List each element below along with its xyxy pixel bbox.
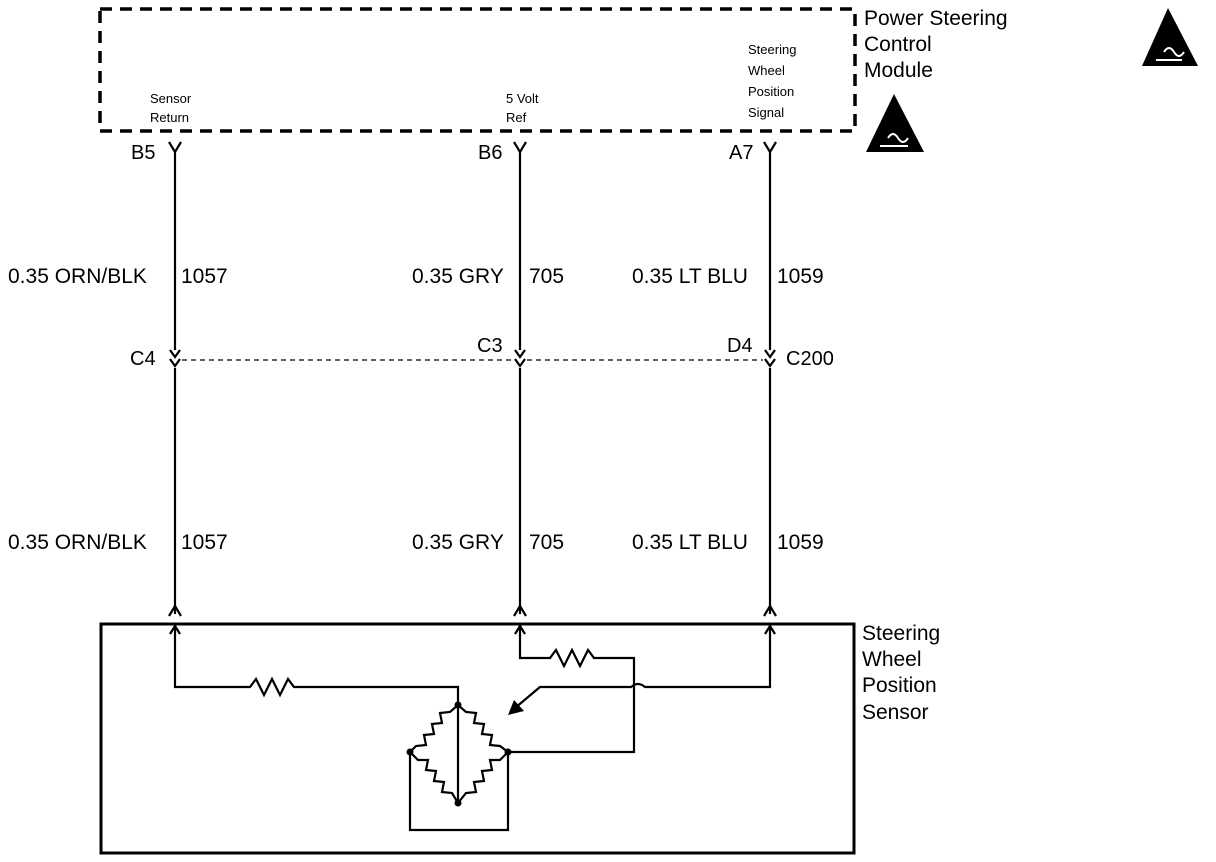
esd-warning-icon — [866, 94, 924, 152]
sensor-name-line-4: Sensor — [862, 701, 929, 724]
esd-warning-icon — [1142, 8, 1198, 66]
module-terminal-a7 — [763, 141, 777, 155]
connector-c200-pin-d4 — [764, 349, 776, 368]
circuit-label-swp-signal-2: Wheel — [748, 63, 785, 78]
pin-a7: A7 — [729, 142, 753, 164]
connector-c200-pin-c4 — [169, 349, 181, 368]
circuit-number-1057-upper: 1057 — [181, 265, 228, 288]
circuit-label-swp-signal-3: Position — [748, 84, 794, 99]
module-name-line-1: Power Steering — [864, 7, 1008, 30]
circuit-number-705-upper: 705 — [529, 265, 564, 288]
circuit-number-1059-lower: 1059 — [777, 531, 824, 554]
circuit-number-1059-upper: 1059 — [777, 265, 824, 288]
circuit-number-705-lower: 705 — [529, 531, 564, 554]
wire-label-1059-upper: 0.35 LT BLU — [632, 265, 748, 288]
sensor-name-line-3: Position — [862, 674, 937, 697]
connector-pin-c4: C4 — [130, 348, 156, 370]
circuit-label-sensor-return-1: Sensor — [150, 91, 192, 106]
sensor-internal-circuit — [169, 623, 776, 832]
circuit-label-swp-signal-1: Steering — [748, 42, 796, 57]
circuit-label-5v-ref-2: Ref — [506, 110, 527, 125]
circuit-number-1057-lower: 1057 — [181, 531, 228, 554]
module-terminal-b6 — [513, 141, 527, 155]
connector-pin-c3: C3 — [477, 335, 503, 357]
circuit-label-sensor-return-2: Return — [150, 110, 189, 125]
module-terminal-b5 — [168, 141, 182, 155]
circuit-label-swp-signal-4: Signal — [748, 105, 784, 120]
connector-pin-d4: D4 — [727, 335, 753, 357]
wire-label-1057-lower: 0.35 ORN/BLK — [8, 531, 147, 554]
sensor-name-line-2: Wheel — [862, 648, 922, 671]
sensor-name-line-1: Steering — [862, 622, 940, 645]
connector-c200-pin-c3 — [514, 349, 526, 368]
sensor-outline — [99, 622, 856, 855]
pin-b5: B5 — [131, 142, 155, 164]
wire-label-705-lower: 0.35 GRY — [412, 531, 504, 554]
sensor-terminal-1057 — [168, 603, 182, 617]
wire-label-1057-upper: 0.35 ORN/BLK — [8, 265, 147, 288]
pin-b6: B6 — [478, 142, 502, 164]
module-name-line-2: Control — [864, 33, 932, 56]
sensor-terminal-1059 — [763, 603, 777, 617]
wire-label-705-upper: 0.35 GRY — [412, 265, 504, 288]
module-outline — [98, 7, 857, 133]
sensor-terminal-705 — [513, 603, 527, 617]
module-name-line-3: Module — [864, 59, 933, 82]
connector-name: C200 — [786, 348, 834, 370]
circuit-label-5v-ref-1: 5 Volt — [506, 91, 539, 106]
wire-label-1059-lower: 0.35 LT BLU — [632, 531, 748, 554]
